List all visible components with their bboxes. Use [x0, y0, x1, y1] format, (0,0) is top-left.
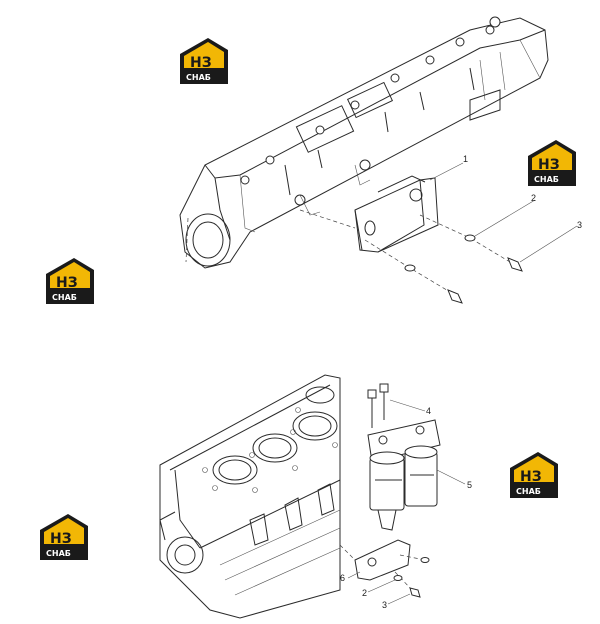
callout-6: 6 — [340, 573, 345, 583]
fasteners-bottom — [393, 557, 430, 598]
fuel-filter-assembly-part-5 — [367, 419, 441, 531]
manifold-bolts — [240, 16, 501, 185]
svg-text:СНАБ: СНАБ — [516, 487, 541, 496]
svg-text:НЗ: НЗ — [520, 469, 542, 485]
bracket-part-1 — [354, 175, 439, 253]
svg-text:СНАБ: СНАБ — [534, 175, 559, 184]
callout-1-top: 1 — [463, 154, 468, 164]
svg-text:НЗ: НЗ — [50, 531, 72, 547]
svg-text:СНАБ: СНАБ — [52, 293, 77, 302]
bracket-part-6 — [354, 539, 411, 581]
callout-2-top: 2 — [531, 193, 536, 203]
svg-text:НЗ: НЗ — [190, 55, 212, 71]
svg-text:НЗ: НЗ — [538, 157, 560, 173]
logo-nz-snab-4: НЗ СНАБ — [510, 452, 558, 498]
svg-text:СНАБ: СНАБ — [46, 549, 71, 558]
svg-text:НЗ: НЗ — [56, 275, 78, 291]
fasteners-part-4 — [367, 383, 389, 428]
svg-text:СНАБ: СНАБ — [186, 73, 211, 82]
exhaust-manifold-drawing — [179, 16, 549, 269]
callout-2-bottom: 2 — [362, 588, 367, 598]
engine-block-drawing — [159, 374, 341, 619]
callout-4: 4 — [426, 406, 431, 416]
logo-nz-snab-2: НЗ СНАБ — [528, 140, 576, 186]
callout-3-top: 3 — [577, 220, 582, 230]
cylinder-bores — [212, 386, 338, 485]
logo-nz-snab-1: НЗ СНАБ — [180, 38, 228, 84]
callout-5: 5 — [467, 480, 472, 490]
logo-nz-snab-3: НЗ СНАБ — [46, 258, 94, 304]
logo-nz-snab-5: НЗ СНАБ — [40, 514, 88, 560]
leader-lines-bottom — [347, 399, 466, 605]
fasteners-top — [404, 234, 523, 304]
leader-lines-top — [429, 162, 578, 263]
callout-3-bottom: 3 — [382, 600, 387, 610]
